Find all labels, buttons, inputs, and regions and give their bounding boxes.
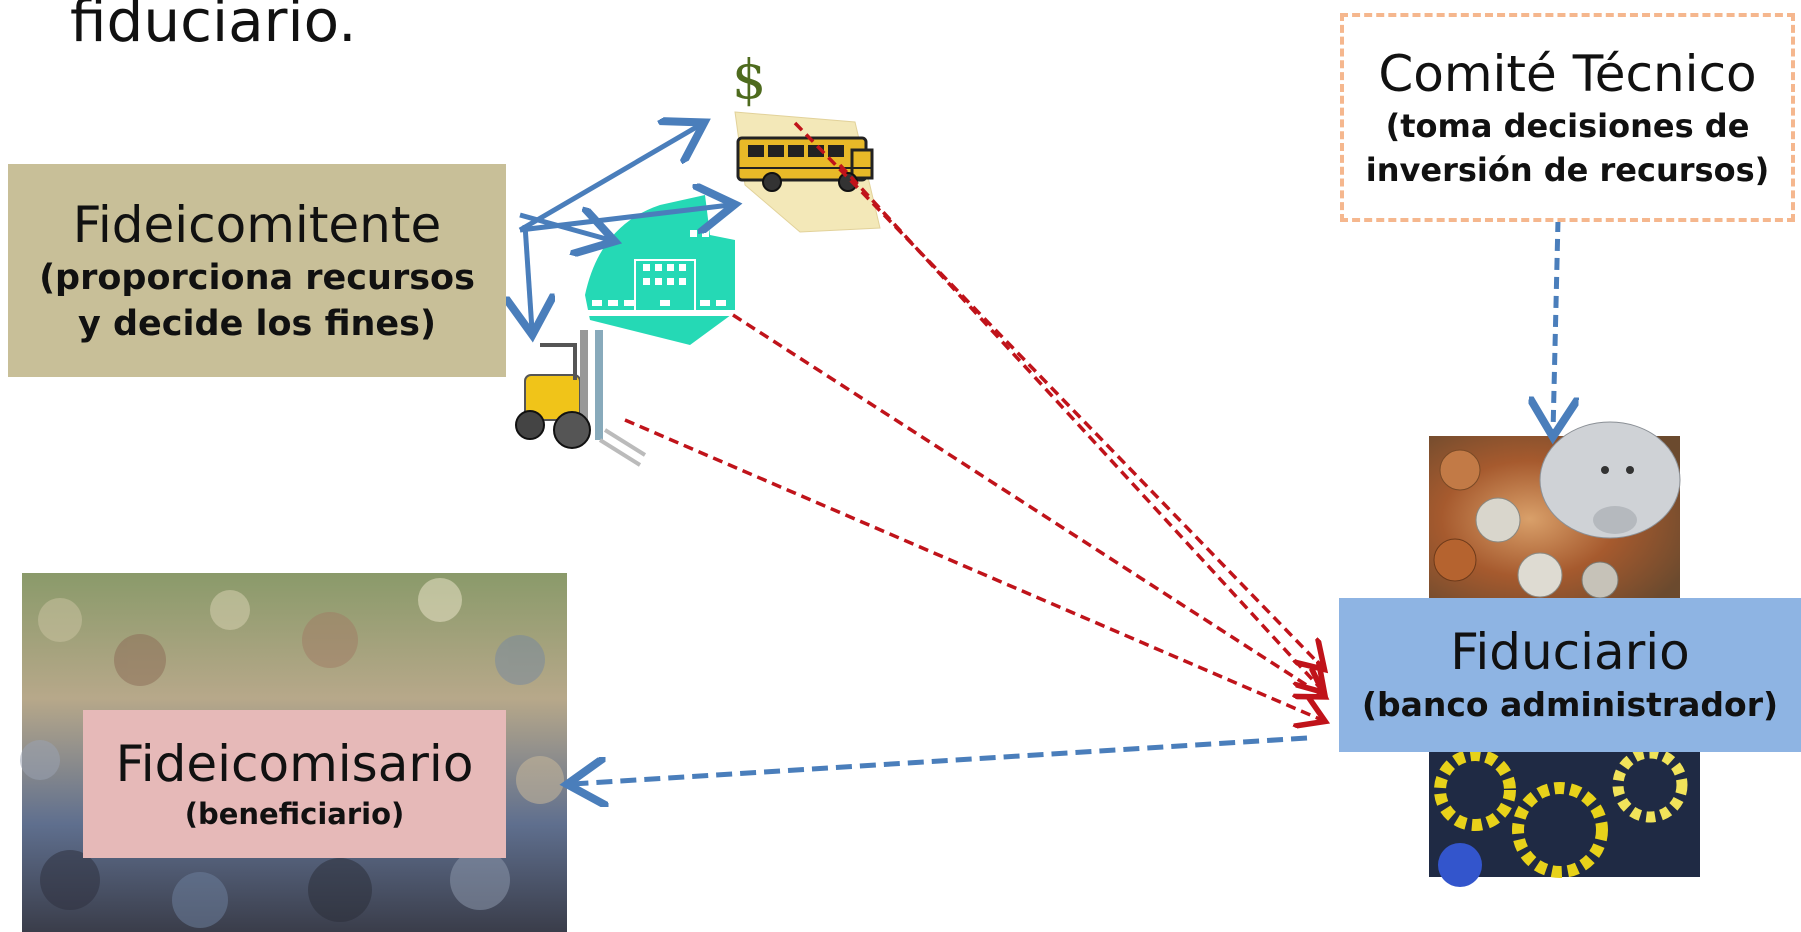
school-bus-icon bbox=[736, 136, 874, 192]
page-title-fragment: fiduciario. bbox=[70, 0, 357, 55]
blue-arrows-to-assets bbox=[520, 125, 730, 330]
comite-name: Comité Técnico bbox=[1378, 44, 1757, 103]
fideicomitente-role-line2: y decide los fines) bbox=[78, 303, 436, 344]
fideicomitente-name: Fideicomitente bbox=[72, 195, 442, 254]
fideicomitente-role-line1: (proporciona recursos bbox=[39, 257, 475, 298]
comite-tecnico-box: Comité Técnico (toma decisiones de inver… bbox=[1340, 13, 1795, 222]
forklift-icon bbox=[515, 330, 647, 467]
fideicomisario-name: Fideicomisario bbox=[115, 735, 474, 793]
comite-role-line1: (toma decisiones de bbox=[1385, 106, 1750, 145]
fiduciario-box: Fiduciario (banco administrador) bbox=[1339, 598, 1801, 752]
dollar-symbol: $ bbox=[732, 48, 766, 111]
fiduciario-to-fideicomisario-arrow bbox=[572, 735, 1308, 784]
comite-role-line2: inversión de recursos) bbox=[1365, 150, 1770, 189]
fideicomitente-box: Fideicomitente (proporciona recursos y d… bbox=[8, 164, 506, 377]
comite-to-fiduciario-arrow bbox=[1553, 219, 1558, 432]
fideicomisario-role: (beneficiario) bbox=[184, 797, 405, 831]
fiduciario-name: Fiduciario bbox=[1450, 623, 1690, 681]
fideicomisario-box: Fideicomisario (beneficiario) bbox=[83, 710, 506, 858]
red-arrows-to-fiduciario bbox=[624, 121, 1322, 720]
fiduciario-role: (banco administrador) bbox=[1361, 685, 1779, 724]
gears-image bbox=[1429, 747, 1700, 887]
coins-piggy-bank-image bbox=[1429, 421, 1681, 602]
